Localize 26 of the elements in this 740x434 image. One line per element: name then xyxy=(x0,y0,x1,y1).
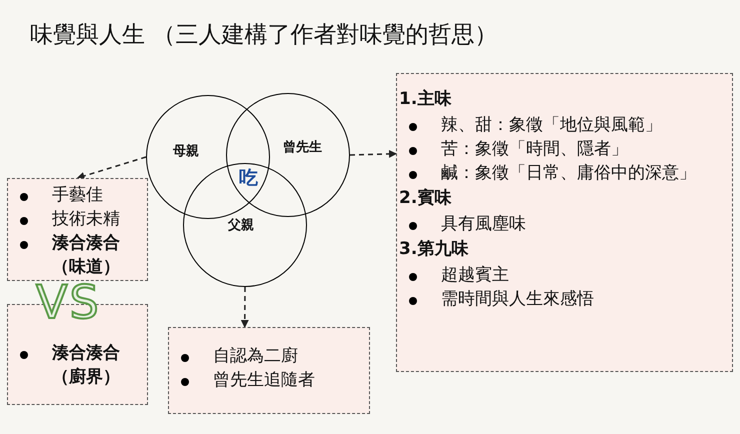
list-item: 苦：象徵「時間、隱者」 xyxy=(441,138,628,161)
dashed-arrow xyxy=(350,150,397,158)
list-item: 技術未精 xyxy=(52,208,120,231)
list-item: 自認為二廚 xyxy=(213,345,298,368)
list-item: 需時間與人生來感悟 xyxy=(441,288,594,311)
section-heading: 3.第九味 xyxy=(399,238,470,261)
list-item: 辣、甜：象徵「地位與風範」 xyxy=(441,114,662,137)
section-heading: 2.賓味 xyxy=(399,187,452,210)
circle-label: 父親 xyxy=(228,216,254,235)
dashed-arrow xyxy=(76,156,146,180)
list-item: 超越賓主 xyxy=(441,264,509,287)
dashed-box xyxy=(396,73,733,372)
dashed-arrow xyxy=(240,287,249,328)
dashed-box xyxy=(7,178,148,281)
list-item: 曾先生追隨者 xyxy=(213,369,315,392)
center-label: 吃 xyxy=(239,166,258,191)
list-item: 湊合湊合（味道） xyxy=(52,232,121,279)
list-item: 湊合湊合（廚界） xyxy=(52,342,121,389)
dashed-box xyxy=(168,327,370,414)
list-item: 具有風塵味 xyxy=(441,213,526,236)
list-item: 手藝佳 xyxy=(52,184,103,207)
circle-label: 母親 xyxy=(173,142,199,161)
list-item: 鹹：象徵「日常、庸俗中的深意」 xyxy=(441,162,696,185)
section-heading: 1.主味 xyxy=(399,88,452,111)
circle-label: 曾先生 xyxy=(283,139,322,157)
title: 味覺與人生 （三人建構了作者對味覺的哲思） xyxy=(30,21,498,50)
